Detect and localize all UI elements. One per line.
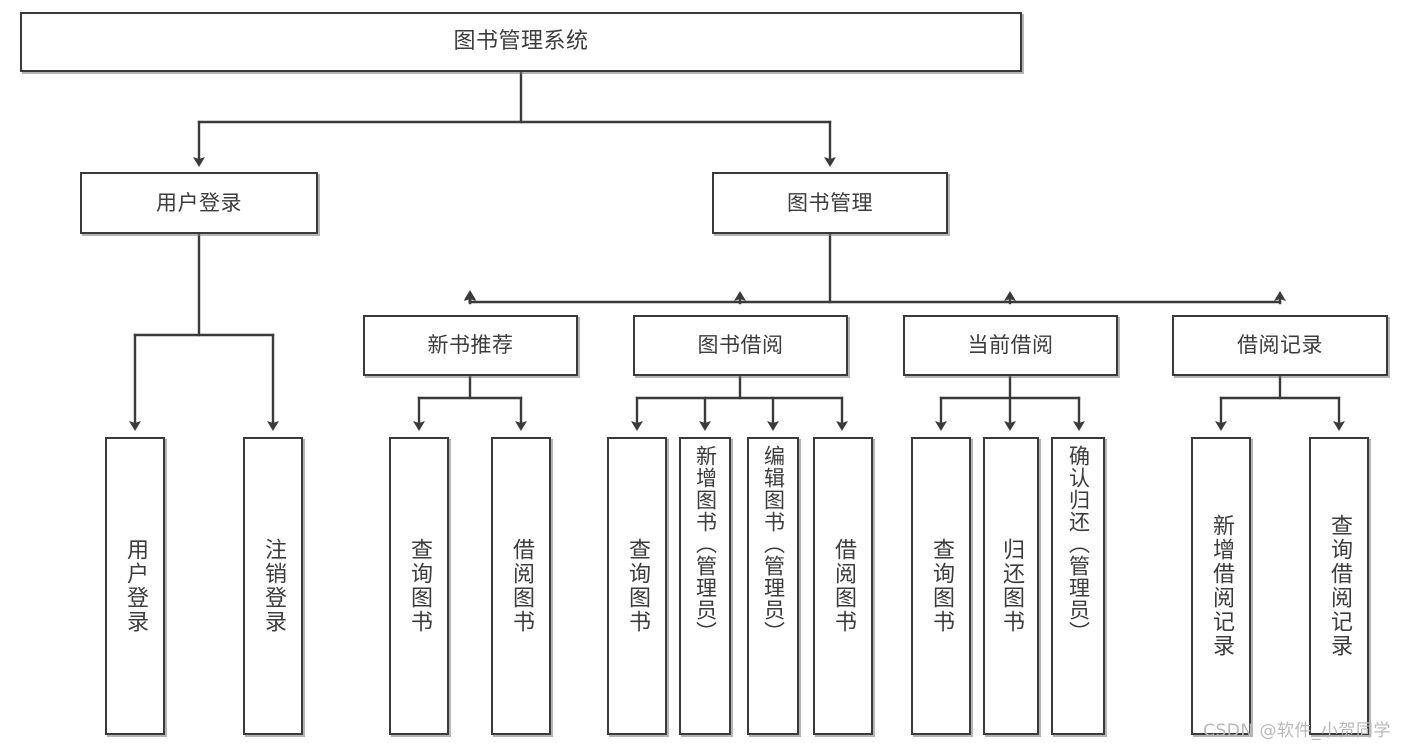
leaf-logout[interactable]: 注销登录 (243, 437, 303, 735)
node-user-login[interactable]: 用户登录 (80, 172, 318, 234)
node-label: 图书借阅 (697, 333, 784, 358)
node-label: 借阅图书 (831, 538, 856, 634)
leaf-borrow-edit-book-admin[interactable]: 编辑图书（管理员） (747, 437, 799, 735)
leaf-borrow-add-book-admin[interactable]: 新增图书（管理员） (679, 437, 731, 735)
node-label: 用户登录 (156, 190, 242, 215)
leaf-recommend-query-book[interactable]: 查询图书 (389, 437, 449, 735)
node-label: 查询图书 (625, 538, 650, 634)
node-new-book-recommend[interactable]: 新书推荐 (363, 315, 578, 376)
leaf-user-login[interactable]: 用户登录 (105, 437, 165, 735)
node-book-management[interactable]: 图书管理 (712, 172, 948, 234)
node-label: 新书推荐 (427, 333, 514, 358)
node-label: 图书管理 (787, 190, 873, 215)
leaf-borrow-borrow-book[interactable]: 借阅图书 (813, 437, 873, 735)
watermark-text: CSDN @软件_小贺同学 (1203, 721, 1391, 741)
node-root-book-management-system[interactable]: 图书管理系统 (20, 12, 1022, 72)
node-label: 查询图书 (407, 538, 432, 634)
node-label: 当前借阅 (967, 333, 1054, 358)
node-label: 注销登录 (261, 538, 286, 634)
node-book-borrow[interactable]: 图书借阅 (633, 315, 848, 376)
node-label: 新增借阅记录 (1209, 514, 1234, 658)
node-label: 图书管理系统 (453, 29, 589, 55)
node-label: 查询图书 (929, 538, 954, 634)
node-label: 编辑图书（管理员） (761, 445, 786, 643)
leaf-current-return-book[interactable]: 归还图书 (983, 437, 1039, 735)
node-label: 查询借阅记录 (1327, 514, 1352, 658)
leaf-recommend-borrow-book[interactable]: 借阅图书 (491, 437, 551, 735)
node-label: 新增图书（管理员） (693, 445, 718, 643)
leaf-borrow-query-book[interactable]: 查询图书 (607, 437, 667, 735)
node-label: 确认归还（管理员） (1066, 445, 1091, 643)
leaf-current-query-book[interactable]: 查询图书 (911, 437, 971, 735)
node-current-borrow[interactable]: 当前借阅 (903, 315, 1118, 376)
node-label: 用户登录 (123, 538, 148, 634)
leaf-record-add-borrow-record[interactable]: 新增借阅记录 (1191, 437, 1251, 735)
leaf-record-query-borrow-record[interactable]: 查询借阅记录 (1309, 437, 1369, 735)
node-borrow-record[interactable]: 借阅记录 (1172, 315, 1388, 376)
node-label: 归还图书 (999, 538, 1024, 634)
leaf-current-confirm-return-admin[interactable]: 确认归还（管理员） (1051, 437, 1105, 735)
node-label: 借阅图书 (509, 538, 534, 634)
node-label: 借阅记录 (1237, 333, 1323, 358)
